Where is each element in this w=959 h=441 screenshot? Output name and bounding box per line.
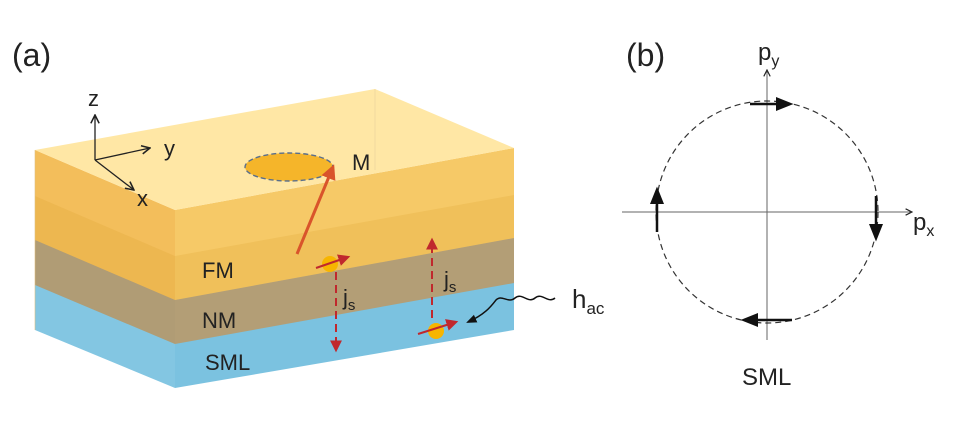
ac-field-label: hac: [572, 284, 605, 318]
spin-current-label-left: js: [342, 285, 355, 314]
panel-a: (a) z y x: [12, 37, 605, 388]
fm-side-face: [175, 148, 514, 300]
precession-ellipse: [244, 152, 334, 182]
panel-b-label: (b): [626, 37, 665, 73]
magnetization-label: M: [352, 150, 370, 175]
spin-current-label-right: js: [443, 267, 456, 296]
layer-label-fm: FM: [202, 258, 234, 283]
panel-a-label: (a): [12, 37, 51, 73]
fm-front-face: [35, 150, 175, 300]
fm-top-face: [35, 89, 514, 210]
spin-arrow-icon: [315, 254, 351, 269]
axis-py-label: py: [758, 39, 779, 70]
axis-z-label: z: [88, 86, 99, 111]
magnetization-arrow-icon: [295, 164, 336, 255]
wavy-field-arrow-icon: [466, 295, 556, 323]
axis-y-label: y: [164, 136, 175, 161]
coordinate-axes: z y x: [88, 86, 175, 211]
spin-current-right: js: [417, 237, 459, 339]
spin-texture-arrows: [650, 97, 883, 327]
layer-label-nm: NM: [202, 308, 236, 333]
magnetization: M: [244, 150, 370, 255]
axis-x-label: x: [137, 186, 148, 211]
layer-stack: [34, 89, 514, 388]
ac-field: hac: [466, 284, 605, 323]
panel-b: (b) py px SML: [622, 37, 934, 391]
axis-px-label: px: [913, 209, 934, 240]
spin-current-left: js: [315, 254, 355, 353]
layer-label-sml: SML: [205, 350, 250, 375]
panel-b-caption: SML: [742, 364, 791, 391]
spin-arrow-icon: [417, 319, 459, 335]
spin-momentum-circle: [655, 100, 879, 324]
